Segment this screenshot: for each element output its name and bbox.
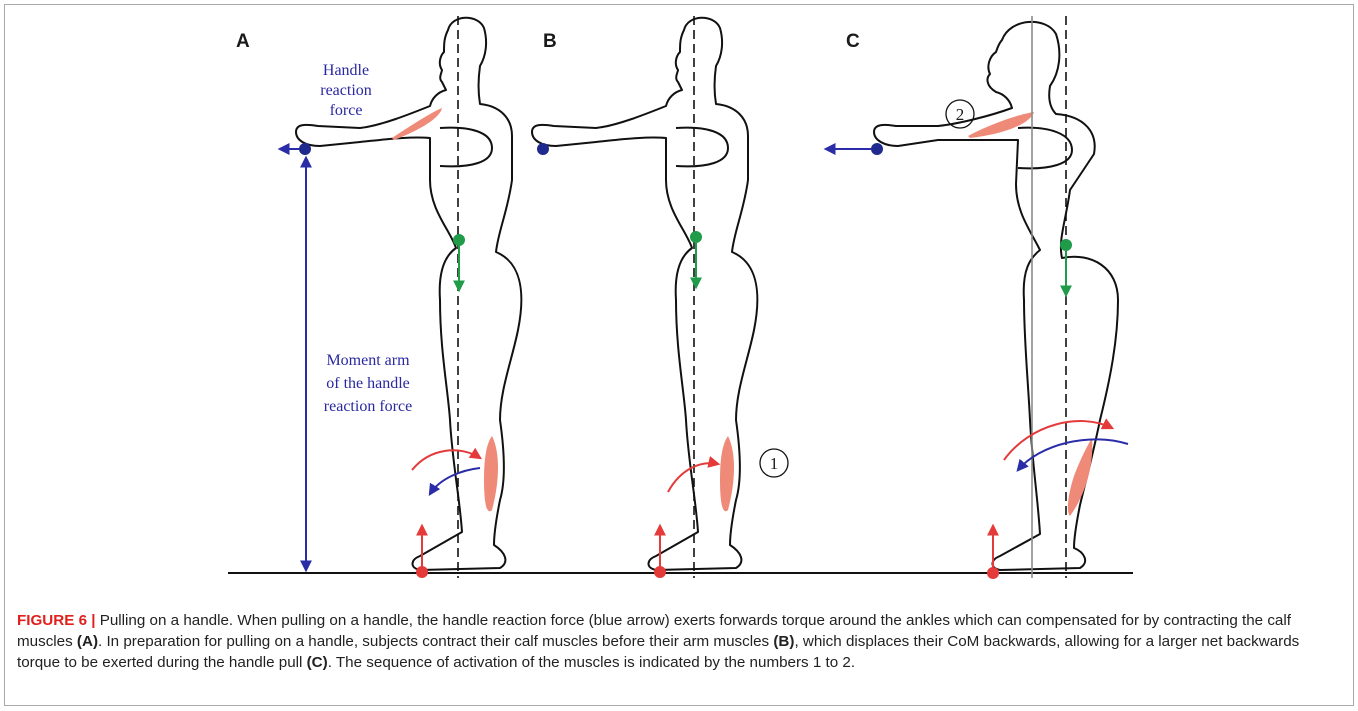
calf-muscle-b bbox=[720, 436, 734, 511]
torque-red-arrow-a bbox=[412, 450, 480, 470]
panel-a-label: A bbox=[236, 31, 250, 52]
sequence-number-1: 1 bbox=[770, 454, 779, 473]
arm-contour-c bbox=[1018, 128, 1072, 169]
panel-b-label: B bbox=[543, 31, 557, 52]
cop-dot-b bbox=[654, 566, 666, 578]
handle-a bbox=[299, 143, 311, 155]
com-dot-a bbox=[453, 234, 465, 246]
caption-ref-b: (B) bbox=[773, 633, 794, 650]
arm-contour-b bbox=[676, 128, 728, 167]
panel-c: C 2 bbox=[826, 16, 1128, 579]
figure-illustration: A Handle reaction force Moment arm of th bbox=[0, 0, 1358, 600]
figure-caption: FIGURE 6 | Pulling on a handle. When pul… bbox=[17, 610, 1337, 673]
moment-arm-label-line1: Moment arm bbox=[326, 352, 410, 369]
handle-c bbox=[871, 143, 883, 155]
arm-muscle-c bbox=[968, 112, 1034, 138]
com-dot-c bbox=[1060, 239, 1072, 251]
handle-b bbox=[537, 143, 549, 155]
arm-muscle-a bbox=[392, 108, 442, 140]
cop-dot-a bbox=[416, 566, 428, 578]
panel-c-label: C bbox=[846, 31, 860, 52]
sequence-number-2: 2 bbox=[956, 105, 965, 124]
panel-b: B 1 bbox=[532, 16, 788, 578]
moment-arm-label-line3: reaction force bbox=[324, 398, 412, 415]
calf-muscle-a bbox=[484, 436, 498, 511]
handle-force-label-line2: reaction bbox=[320, 82, 372, 99]
cop-dot-c bbox=[987, 567, 999, 579]
caption-text-2: . In preparation for pulling on a handle… bbox=[98, 633, 773, 650]
com-dot-b bbox=[690, 231, 702, 243]
caption-text-4: . The sequence of activation of the musc… bbox=[328, 654, 855, 671]
figure-number-label: FIGURE 6 | bbox=[17, 612, 96, 629]
arm-contour-a bbox=[440, 128, 492, 167]
handle-force-label-line1: Handle bbox=[323, 62, 369, 79]
moment-arm-label-line2: of the handle bbox=[326, 375, 410, 392]
handle-force-label-line3: force bbox=[330, 102, 363, 119]
caption-ref-c: (C) bbox=[307, 654, 328, 671]
panel-a: A Handle reaction force Moment arm of th bbox=[236, 16, 521, 578]
caption-ref-a: (A) bbox=[77, 633, 98, 650]
